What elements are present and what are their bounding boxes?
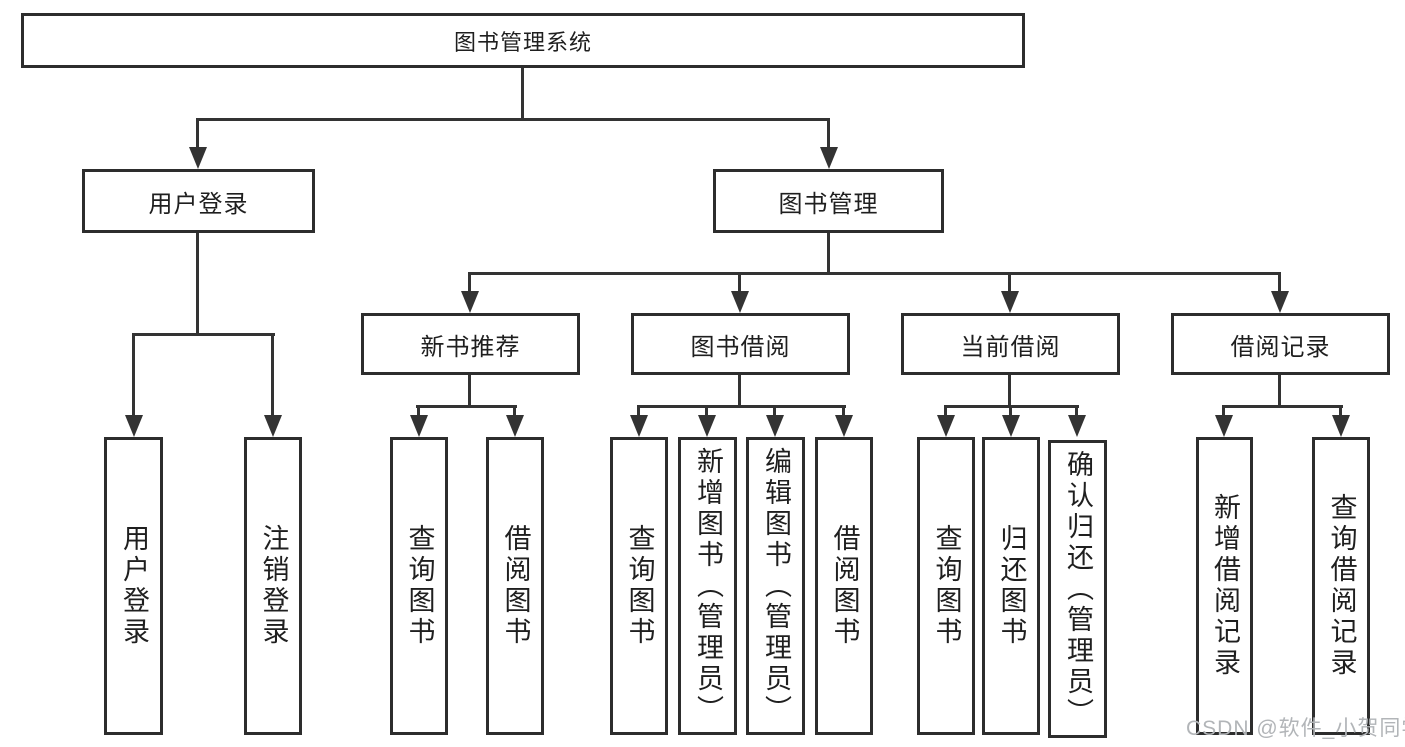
connector-drop xyxy=(1339,405,1342,417)
connector-user-branch-hbar xyxy=(132,333,275,336)
arrow-down-icon xyxy=(1271,291,1289,313)
leaf-edit-book-admin-label: 编辑图书（管理员） xyxy=(761,446,791,726)
leaf-logout: 注销登录 xyxy=(244,437,302,735)
node-new-book-recommend-label: 新书推荐 xyxy=(420,333,521,361)
connector-drop xyxy=(705,405,708,417)
leaf-borrow-books-borrowing-label: 借阅图书 xyxy=(829,524,860,648)
node-root-label: 图书管理系统 xyxy=(453,29,592,55)
leaf-add-borrow-record: 新增借阅记录 xyxy=(1196,437,1253,735)
leaf-user-login-label: 用户登录 xyxy=(119,524,149,648)
leaf-query-books-borrowing-label: 查询图书 xyxy=(624,524,655,648)
node-book-borrowing: 图书借阅 xyxy=(631,313,850,375)
arrow-down-icon xyxy=(937,415,955,437)
arrow-down-icon xyxy=(1068,415,1086,437)
arrow-down-icon xyxy=(461,291,479,313)
node-user-login: 用户登录 xyxy=(82,169,315,233)
node-current-borrowing-label: 当前借阅 xyxy=(960,333,1061,361)
node-book-management: 图书管理 xyxy=(713,169,944,233)
connector-level2-hbar xyxy=(196,118,830,121)
arrow-down-icon xyxy=(125,415,143,437)
node-borrowing-records: 借阅记录 xyxy=(1171,313,1390,375)
arrow-down-icon xyxy=(731,291,749,313)
connector-level3-hbar xyxy=(468,272,1281,275)
leaf-query-borrow-record: 查询借阅记录 xyxy=(1312,437,1370,735)
connector-drop-current xyxy=(1008,272,1011,293)
leaf-confirm-return-admin: 确认归还（管理员） xyxy=(1048,440,1107,738)
connector-drop-user-login xyxy=(196,118,199,148)
leaf-borrow-books-recommend: 借阅图书 xyxy=(486,437,544,735)
connector-records-stem xyxy=(1278,375,1281,407)
node-borrowing-records-label: 借阅记录 xyxy=(1230,333,1331,361)
arrow-down-icon xyxy=(1215,415,1233,437)
connector-drop-records xyxy=(1278,272,1281,293)
leaf-logout-label: 注销登录 xyxy=(258,524,289,648)
connector-drop-borrowing xyxy=(738,272,741,293)
arrow-down-icon xyxy=(189,147,207,169)
leaf-borrow-books-recommend-label: 借阅图书 xyxy=(500,524,531,648)
node-book-borrowing-label: 图书借阅 xyxy=(690,333,791,361)
leaf-query-books-borrowing: 查询图书 xyxy=(610,437,668,735)
connector-drop xyxy=(773,405,776,417)
connector-drop xyxy=(1009,405,1012,417)
leaf-query-books-current-label: 查询图书 xyxy=(931,524,962,648)
connector-drop-recommend xyxy=(468,272,471,293)
leaf-add-book-admin: 新增图书（管理员） xyxy=(678,437,737,735)
connector-drop xyxy=(417,405,420,417)
connector-records-hbar xyxy=(1222,405,1343,408)
leaf-user-login: 用户登录 xyxy=(104,437,163,735)
node-current-borrowing: 当前借阅 xyxy=(901,313,1120,375)
leaf-query-books-recommend-label: 查询图书 xyxy=(404,524,435,648)
arrow-down-icon xyxy=(1332,415,1350,437)
arrow-down-icon xyxy=(630,415,648,437)
leaf-borrow-books-borrowing: 借阅图书 xyxy=(815,437,873,735)
leaf-query-books-current: 查询图书 xyxy=(917,437,975,735)
leaf-confirm-return-admin-label: 确认归还（管理员） xyxy=(1063,449,1093,729)
arrow-down-icon xyxy=(698,415,716,437)
arrow-down-icon xyxy=(835,415,853,437)
leaf-add-borrow-record-label: 新增借阅记录 xyxy=(1210,493,1240,679)
arrow-down-icon xyxy=(506,415,524,437)
leaf-return-book: 归还图书 xyxy=(982,437,1040,735)
connector-drop xyxy=(944,405,947,417)
connector-borrowing-hbar xyxy=(637,405,846,408)
leaf-query-borrow-record-label: 查询借阅记录 xyxy=(1326,493,1357,679)
connector-mgmt-stem xyxy=(827,233,830,274)
connector-drop xyxy=(637,405,640,417)
node-root: 图书管理系统 xyxy=(21,13,1025,68)
connector-drop-leaf-user-login xyxy=(132,333,135,417)
arrow-down-icon xyxy=(264,415,282,437)
connector-drop xyxy=(842,405,845,417)
connector-borrowing-stem xyxy=(738,375,741,407)
leaf-edit-book-admin: 编辑图书（管理员） xyxy=(746,437,805,735)
connector-drop xyxy=(1222,405,1225,417)
arrow-down-icon xyxy=(820,147,838,169)
leaf-query-books-recommend: 查询图书 xyxy=(390,437,448,735)
connector-recommend-stem xyxy=(468,375,471,407)
connector-recommend-hbar xyxy=(416,405,517,408)
watermark: CSDN @软件_小贺同学 xyxy=(1186,717,1405,740)
node-user-login-label: 用户登录 xyxy=(148,190,249,218)
arrow-down-icon xyxy=(766,415,784,437)
connector-drop xyxy=(1075,405,1078,417)
arrow-down-icon xyxy=(1002,415,1020,437)
arrow-down-icon xyxy=(410,415,428,437)
node-new-book-recommend: 新书推荐 xyxy=(361,313,580,375)
leaf-return-book-label: 归还图书 xyxy=(996,524,1027,648)
connector-user-branch-stem xyxy=(196,233,199,335)
connector-drop xyxy=(513,405,516,417)
connector-current-stem xyxy=(1008,375,1011,407)
node-book-management-label: 图书管理 xyxy=(778,190,879,218)
arrow-down-icon xyxy=(1001,291,1019,313)
leaf-add-book-admin-label: 新增图书（管理员） xyxy=(693,446,723,726)
connector-root-stem xyxy=(521,68,524,121)
connector-drop-leaf-logout xyxy=(271,333,274,417)
connector-drop-book-management xyxy=(827,118,830,148)
